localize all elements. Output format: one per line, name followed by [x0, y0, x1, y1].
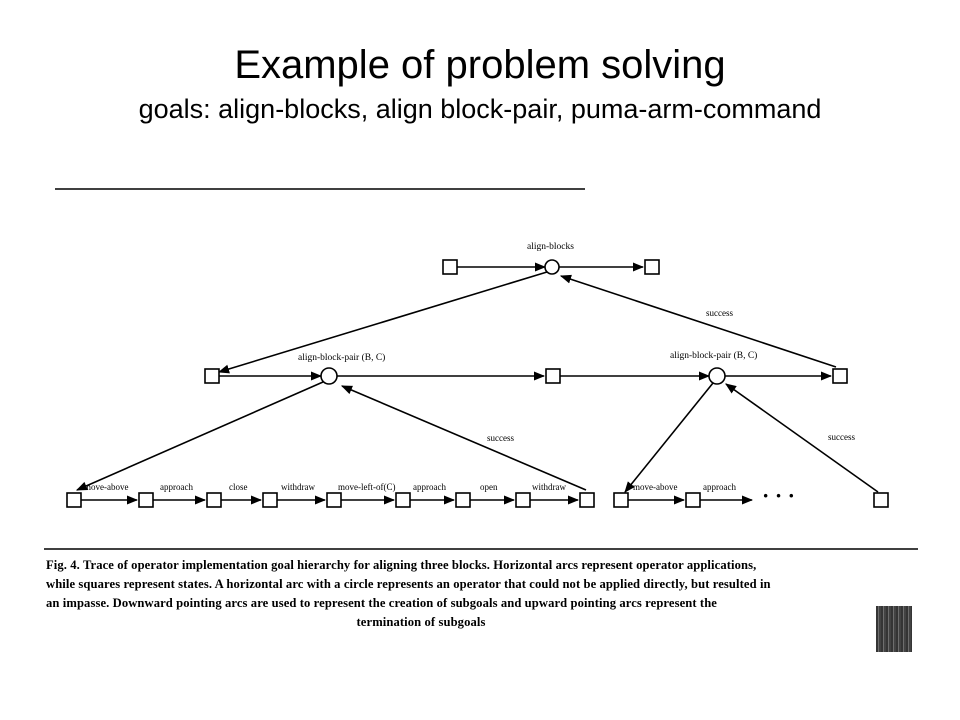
success-arc — [340, 385, 587, 491]
goal-label-align-blocks: align-blocks — [527, 242, 574, 252]
state-square — [204, 368, 220, 384]
caption-line: an impasse. Downward pointing arcs are u… — [46, 596, 717, 610]
slide-subtitle: goals: align-blocks, align block-pair, p… — [138, 94, 822, 124]
success-label-mid: success — [487, 433, 514, 443]
subgoal-arc — [624, 382, 714, 493]
state-square — [395, 492, 411, 508]
impasse-circle — [320, 367, 338, 385]
state-square — [644, 259, 660, 275]
state-square — [685, 492, 701, 508]
impasse-circle — [544, 259, 560, 275]
goal-label-pair-right: align-block-pair (B, C) — [670, 350, 757, 361]
success-label-right: success — [828, 432, 855, 442]
goal-label-pair-left: align-block-pair (B, C) — [298, 352, 385, 363]
caption-line: while squares represent states. A horizo… — [46, 577, 771, 591]
impasse-circle — [708, 367, 726, 385]
scan-artifact — [876, 606, 912, 652]
operator-label: move-left-of(C) — [338, 482, 395, 492]
state-square — [832, 368, 848, 384]
success-arc — [559, 274, 837, 368]
slide-title: Example of problem solving — [234, 43, 726, 87]
operator-label: approach — [413, 482, 446, 492]
state-square — [326, 492, 342, 508]
state-square — [206, 492, 222, 508]
title-block: Example of problem solving goals: align-… — [0, 42, 960, 126]
operator-label: withdraw — [281, 482, 315, 492]
operator-label: move-above — [84, 482, 128, 492]
figure-caption: Fig. 4. Trace of operator implementation… — [46, 556, 916, 632]
state-square — [262, 492, 278, 508]
state-square — [515, 492, 531, 508]
state-square — [455, 492, 471, 508]
operator-label: approach — [703, 482, 736, 492]
subgoal-arc — [217, 271, 548, 374]
state-square — [579, 492, 595, 508]
operator-label: open — [480, 482, 498, 492]
state-square — [66, 492, 82, 508]
subgoal-arc — [75, 381, 324, 491]
state-square — [613, 492, 629, 508]
operator-label: approach — [160, 482, 193, 492]
success-label-top: success — [706, 308, 733, 318]
operator-label: move-above — [633, 482, 677, 492]
state-square — [545, 368, 561, 384]
state-square — [442, 259, 458, 275]
continuation-ellipsis: · · · — [762, 483, 795, 508]
operator-chain-right: move-above approach · · · — [613, 482, 889, 508]
state-square — [873, 492, 889, 508]
operator-label: withdraw — [532, 482, 566, 492]
success-arc — [725, 383, 879, 493]
state-square — [138, 492, 154, 508]
operator-chain-left: move-above approach close withdraw move-… — [66, 482, 595, 508]
operator-label: close — [229, 482, 248, 492]
caption-line: Fig. 4. Trace of operator implementation… — [46, 558, 757, 572]
caption-line: termination of subgoals — [356, 615, 486, 629]
